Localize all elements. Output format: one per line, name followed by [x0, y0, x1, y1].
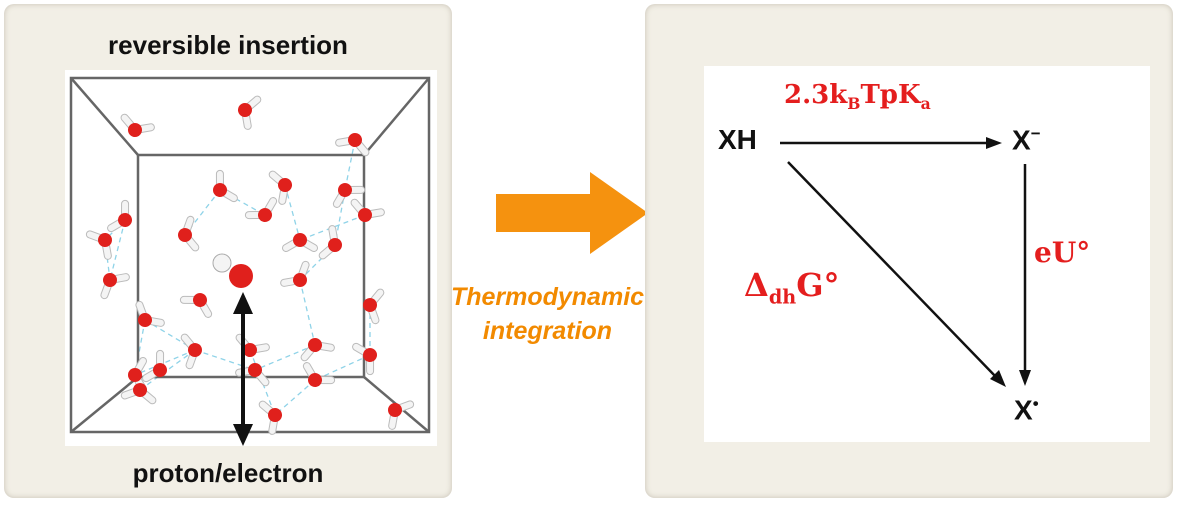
arrow-anion-to-radical	[1019, 164, 1031, 386]
arrow-xh-to-anion	[780, 137, 1002, 149]
arrow-xh-to-radical	[787, 161, 1006, 387]
water-molecule	[318, 225, 342, 260]
hydrogen-bond	[139, 349, 196, 391]
hydrogen-bond	[194, 349, 256, 371]
water-molecule	[363, 288, 385, 325]
hydrogen-bond	[314, 354, 371, 381]
water-box-illustration	[69, 76, 431, 446]
water-molecule	[235, 333, 270, 357]
water-molecules	[85, 95, 415, 435]
water-molecule	[258, 400, 282, 435]
pka-label-mid: TpK	[860, 80, 921, 110]
water-molecule	[135, 300, 165, 327]
anion-charge: −	[1030, 124, 1041, 143]
panel-title: reversible insertion	[108, 30, 348, 60]
hydrogen-bond	[299, 279, 316, 346]
thermodynamic-cycle-panel: XH X− X• 2.3kBTpKa eU° ΔdhG°	[645, 4, 1173, 498]
water-molecule	[335, 133, 370, 157]
water-molecule	[268, 170, 292, 205]
water-molecule	[332, 183, 366, 208]
insertion-double-arrow	[233, 292, 253, 446]
water-molecule	[238, 95, 262, 130]
water-molecule	[120, 113, 155, 137]
water-molecule	[142, 349, 167, 383]
pka-label-sub: B	[847, 94, 861, 114]
water-molecule	[300, 338, 335, 362]
species-radical: X•	[1014, 394, 1039, 426]
hydrogen-bond	[104, 239, 111, 281]
pka-label-base: 2.3k	[784, 80, 848, 110]
hydrogen-bond	[134, 349, 196, 376]
inserted-species	[212, 253, 253, 288]
simulation-box	[65, 70, 437, 446]
label-dehydrogenation-energy: ΔdhG°	[744, 266, 840, 308]
transition-label: Thermodynamic integration	[440, 280, 655, 348]
label-redox-potential: eU°	[1034, 236, 1091, 269]
hydrogen-bond	[274, 379, 316, 416]
water-molecule	[180, 333, 202, 370]
cycle-scheme: XH X− X• 2.3kBTpKa eU° ΔdhG°	[704, 66, 1150, 442]
cycle-arrows	[780, 137, 1031, 387]
water-molecule	[282, 233, 318, 252]
water-molecule	[85, 230, 112, 260]
hydrogen-bond	[249, 349, 276, 416]
species-anion: X−	[1012, 124, 1041, 156]
hydrogen-bond	[344, 139, 356, 191]
water-molecule	[350, 198, 385, 222]
species-xh: XH	[718, 124, 757, 155]
water-molecule	[280, 260, 310, 287]
water-molecule	[107, 199, 132, 233]
dh-label-tail: G°	[796, 266, 840, 304]
water-molecule	[178, 215, 200, 252]
hydrogen-bond	[284, 184, 301, 241]
water-molecule	[302, 362, 336, 387]
hydrogen-bond	[109, 219, 126, 281]
panel-caption: proton/electron	[132, 458, 324, 488]
transition-label-line1: Thermodynamic	[450, 283, 645, 311]
water-molecule	[213, 169, 238, 203]
radical-base: X	[1014, 394, 1033, 426]
dh-label-sub: dh	[768, 285, 797, 309]
hydrogen-bond	[299, 214, 366, 241]
transition-label-line2: integration	[482, 317, 613, 345]
dh-label-base: Δ	[744, 266, 769, 304]
md-simulation-panel: reversible insertion proton	[4, 4, 452, 498]
water-molecule	[120, 383, 157, 405]
water-molecule	[352, 342, 377, 376]
anion-base: X	[1012, 124, 1031, 156]
water-molecule	[100, 273, 130, 300]
hydrogen-bond	[254, 344, 316, 371]
water-molecule	[388, 400, 415, 430]
water-molecule	[244, 197, 278, 222]
radical-mark: •	[1032, 394, 1039, 413]
orange-arrow-icon	[496, 172, 648, 254]
water-molecule	[179, 293, 213, 318]
pka-label-sub2: a	[920, 94, 931, 114]
box-edges	[69, 76, 431, 434]
label-pka-free-energy: 2.3kBTpKa	[784, 80, 931, 113]
